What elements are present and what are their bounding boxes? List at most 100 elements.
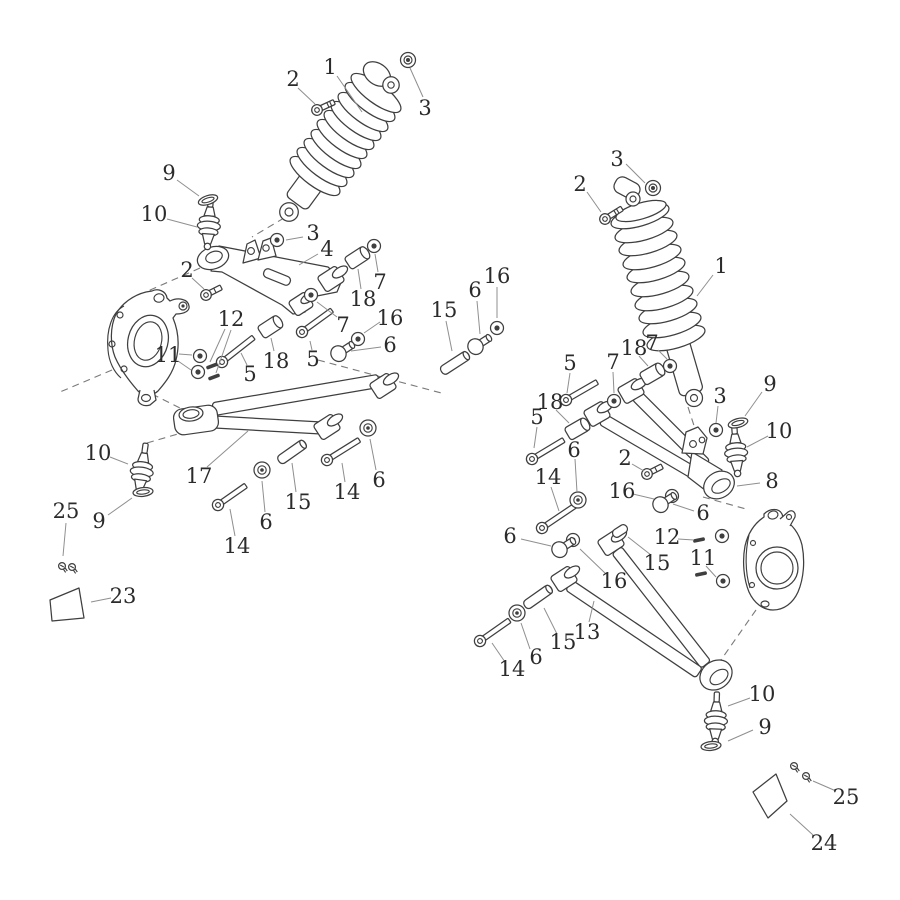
leader-line (727, 697, 751, 707)
o-ring (726, 415, 750, 431)
nut (366, 238, 382, 254)
part-label-10: 10 (766, 419, 793, 443)
leader-line (746, 435, 769, 448)
leader-line (209, 328, 226, 363)
cotter-pin (694, 570, 708, 578)
lock-nut (644, 179, 662, 197)
part-label-18: 18 (350, 287, 377, 311)
part-label-9: 9 (162, 161, 175, 185)
leader-line (409, 67, 424, 98)
shock-lower-eye (279, 202, 299, 222)
leader-line (107, 497, 133, 516)
part-label-8: 8 (765, 469, 778, 493)
leader-line (341, 462, 346, 483)
leader-line (736, 482, 761, 487)
nut (708, 422, 724, 438)
part-label-11: 11 (690, 546, 717, 570)
bushing (256, 313, 286, 340)
ball-pivot (464, 329, 496, 359)
leader-line (90, 597, 112, 603)
leader-line (363, 321, 381, 334)
coil-spring-right (610, 202, 706, 352)
cotter-pin (205, 362, 219, 370)
leader-line (309, 340, 313, 351)
leader-line (215, 329, 232, 374)
part-label-3: 3 (306, 221, 319, 245)
leader-line (285, 236, 304, 241)
part-label-25: 25 (53, 499, 80, 523)
leader-line (261, 480, 266, 513)
bolts-left (200, 99, 361, 512)
leader-line (533, 426, 538, 449)
shock-absorber-right (610, 176, 706, 408)
part-label-1: 1 (714, 254, 727, 278)
cotter-pin (692, 536, 706, 544)
part-label-7: 7 (336, 313, 349, 337)
spacer-sleeve (438, 349, 472, 377)
cotter-pin (207, 373, 221, 381)
part-label-7: 7 (606, 350, 619, 374)
leader-line (550, 486, 560, 512)
part-label-16: 16 (601, 569, 628, 593)
leader-line (476, 300, 481, 335)
o-ring (699, 739, 723, 753)
part-label-12: 12 (654, 525, 681, 549)
steering-knuckle-left (107, 289, 190, 407)
leader-line (191, 277, 205, 290)
leader-line (316, 301, 338, 318)
part-label-15: 15 (550, 630, 577, 654)
part-label-6: 6 (372, 468, 385, 492)
spacer-sleeve (275, 438, 309, 466)
lower-a-arm-left (172, 372, 400, 441)
leader-line (297, 87, 316, 105)
flanged-collar (359, 419, 377, 437)
leader-line (715, 405, 719, 424)
leader-line (727, 729, 754, 742)
leader-line (62, 522, 67, 557)
ball-joint-eye (699, 659, 733, 691)
leader-line (744, 391, 763, 417)
part-label-16: 16 (484, 264, 511, 288)
part-label-5: 5 (530, 405, 543, 429)
screw (57, 561, 68, 574)
leader-line (677, 538, 695, 541)
mud-guard-plate-left (49, 587, 85, 622)
nut (714, 528, 730, 544)
part-label-24: 24 (811, 831, 838, 855)
leader-line (579, 548, 607, 575)
mud-guard-plate-right (752, 773, 788, 819)
leader-line (574, 458, 578, 493)
part-label-18: 18 (263, 349, 290, 373)
part-label-10: 10 (749, 682, 776, 706)
leader-line (336, 75, 363, 113)
leader-line (625, 163, 646, 184)
leader-line (612, 371, 615, 394)
leader-line (369, 438, 377, 471)
part-label-14: 14 (535, 465, 562, 489)
flanged-collar (508, 604, 526, 622)
part-label-15: 15 (431, 298, 458, 322)
nut (190, 364, 206, 380)
leader-line (178, 353, 193, 356)
ball-joint-lower-right (702, 690, 730, 746)
part-label-13: 13 (574, 620, 601, 644)
part-label-17: 17 (186, 464, 213, 488)
leader-line (357, 268, 362, 290)
leader-line (520, 622, 531, 650)
leader-line (291, 462, 297, 493)
steering-knuckle-right (743, 508, 805, 611)
leader-line (374, 253, 379, 273)
part-label-15: 15 (644, 551, 671, 575)
part-label-18: 18 (537, 390, 564, 414)
part-label-5: 5 (563, 351, 576, 375)
shock-mount-ear (242, 239, 262, 264)
part-label-6: 6 (696, 501, 709, 525)
leader-line (229, 508, 236, 537)
part-label-6: 6 (567, 438, 580, 462)
nut (192, 348, 208, 364)
right-assembly (473, 176, 812, 819)
leader-line (696, 274, 714, 297)
leader-line (206, 430, 249, 468)
